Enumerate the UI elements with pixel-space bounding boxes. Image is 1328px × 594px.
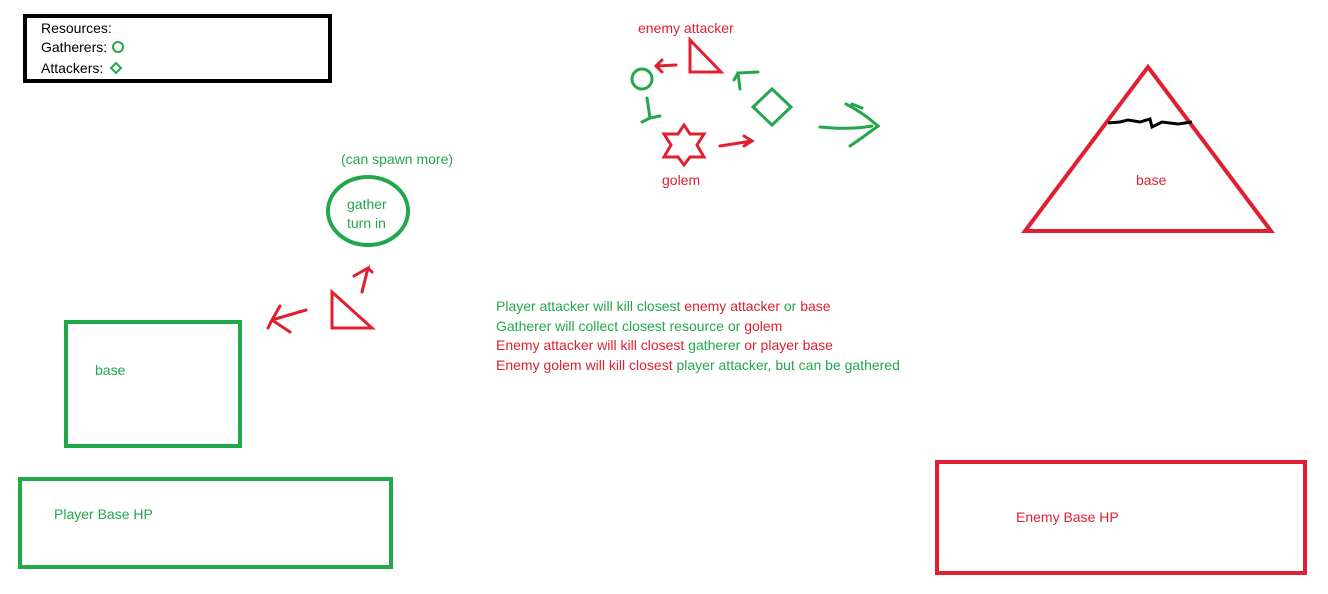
rule-line: Enemy attacker will kill closest gathere… bbox=[496, 336, 900, 356]
enemy-base-label: base bbox=[1136, 172, 1167, 188]
rule-segment: Player attacker will kill closest bbox=[496, 298, 685, 314]
gather-label: gather bbox=[347, 196, 387, 212]
rule-segment: enemy attacker bbox=[684, 298, 780, 314]
player-base-hp-label: Player Base HP bbox=[54, 506, 153, 522]
gather-turn-in-ellipse bbox=[326, 175, 410, 247]
arrow-left-to-base-icon bbox=[266, 304, 308, 334]
arrow-down-icon bbox=[640, 96, 662, 124]
spawn-note: (can spawn more) bbox=[341, 151, 454, 167]
rule-segment: gatherer bbox=[688, 337, 741, 353]
rule-line: Gatherer will collect closest resource o… bbox=[496, 317, 900, 337]
turn-in-label: turn in bbox=[347, 215, 386, 231]
player-base-box bbox=[64, 320, 242, 448]
enemy-base-triangle bbox=[1021, 63, 1275, 233]
legend-circle-icon bbox=[112, 41, 124, 53]
enemy-attacker-label: enemy attacker bbox=[638, 20, 734, 36]
damage-crack-line bbox=[1107, 117, 1193, 130]
player-attacker-diamond-icon bbox=[750, 86, 794, 128]
enemy-attacker-near-player-icon bbox=[330, 288, 376, 330]
legend-gatherers-label: Gatherers: bbox=[41, 39, 108, 55]
legend-box bbox=[23, 14, 332, 83]
big-arrow-right-icon bbox=[818, 102, 881, 148]
arrow-left-icon bbox=[653, 58, 678, 74]
legend-attackers-label: Attackers: bbox=[41, 60, 104, 76]
legend-resources-label: Resources: bbox=[41, 20, 112, 36]
rule-segment: golem bbox=[744, 317, 783, 334]
rule-segment: or bbox=[780, 298, 801, 314]
enemy-attacker-triangle-icon bbox=[688, 36, 725, 74]
rule-segment: Gatherer will collect closest resource o… bbox=[496, 317, 745, 334]
golem-label: golem bbox=[662, 172, 701, 188]
arrow-up-icon bbox=[732, 70, 760, 91]
arrow-right-icon bbox=[718, 134, 755, 148]
arrow-up-to-gather-icon bbox=[352, 264, 374, 294]
enemy-base-hp-label: Enemy Base HP bbox=[1016, 509, 1119, 525]
rule-segment: or player base bbox=[740, 337, 833, 353]
rules-text-block: Player attacker will kill closest enemy … bbox=[496, 297, 900, 375]
rule-segment: Enemy attacker will kill closest bbox=[496, 337, 689, 353]
rule-segment: player attacker, but can be gathered bbox=[676, 356, 900, 373]
enemy-base-hp-box bbox=[935, 460, 1307, 575]
rule-segment: Enemy golem will kill closest bbox=[496, 356, 677, 373]
gatherer-circle-icon bbox=[630, 67, 654, 91]
player-base-hp-box bbox=[18, 477, 393, 569]
legend-diamond-icon bbox=[109, 61, 123, 75]
golem-star-icon bbox=[661, 122, 707, 168]
rule-segment: base bbox=[800, 298, 831, 314]
player-base-label: base bbox=[95, 362, 126, 378]
rule-line: Player attacker will kill closest enemy … bbox=[496, 297, 900, 317]
rule-line: Enemy golem will kill closest player att… bbox=[496, 356, 900, 376]
